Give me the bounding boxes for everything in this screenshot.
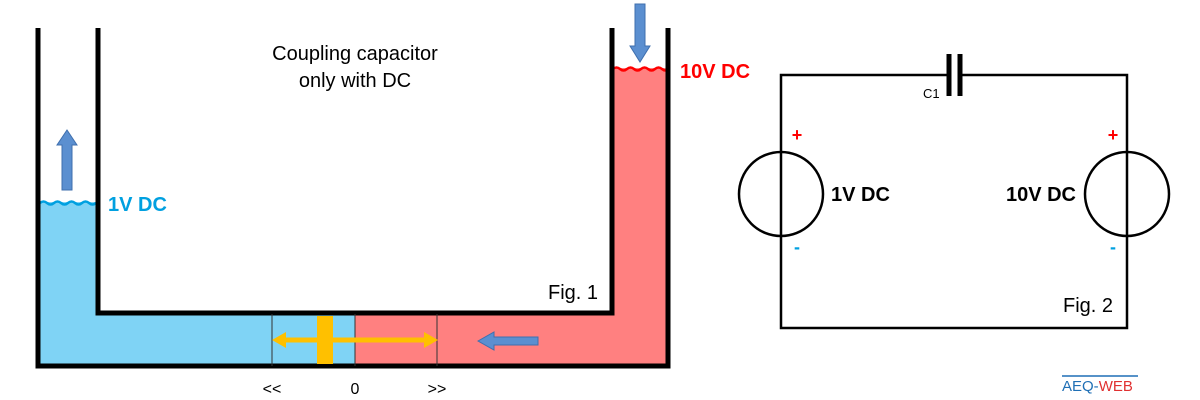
scale-label-center: 0	[351, 381, 360, 398]
capacitor-label: C1	[923, 86, 940, 101]
right-source-label: 10V DC	[1006, 184, 1076, 206]
brand-part1: AEQ-	[1062, 378, 1099, 395]
circuit-wire-top-left	[779, 73, 948, 152]
brand-part2: WEB	[1099, 378, 1133, 395]
arrow-left-icon	[476, 331, 539, 351]
blue-liquid	[38, 202, 355, 366]
brand-text: AEQ-WEB	[1062, 378, 1133, 395]
circuit-wire-top-right	[961, 73, 1129, 152]
brand-logo: AEQ-WEB	[1062, 375, 1138, 395]
scale-label-left: <<	[263, 381, 282, 398]
fig1-caption: Fig. 1	[548, 282, 598, 304]
piston-arrowhead-left	[272, 332, 286, 348]
fig2-circuit: C1 1V DC 10V DC + - + - Fig. 2	[737, 54, 1171, 330]
red-liquid	[355, 68, 668, 366]
fig1-u-tube: Coupling capacitor only with DC 1V DC 10…	[35, 3, 750, 398]
blue-surface-wave	[39, 200, 97, 206]
fig2-caption: Fig. 2	[1063, 295, 1113, 317]
circuit-wire-bottom	[779, 236, 1129, 330]
scale-label-right: >>	[428, 381, 447, 398]
left-level-label: 1V DC	[108, 194, 167, 216]
left-source-label: 1V DC	[831, 184, 890, 206]
outer-wall	[35, 28, 671, 369]
fig1-title-line2: only with DC	[299, 70, 411, 92]
left-plus-sign: +	[792, 125, 803, 145]
fig1-title-line1: Coupling capacitor	[272, 43, 438, 65]
left-minus-sign: -	[794, 237, 800, 257]
arrow-down-icon	[629, 3, 651, 63]
right-minus-sign: -	[1110, 237, 1116, 257]
inner-wall	[95, 28, 615, 316]
right-plus-sign: +	[1108, 125, 1119, 145]
right-level-label: 10V DC	[680, 61, 750, 83]
red-surface-wave	[612, 66, 670, 72]
arrow-up-icon	[56, 129, 78, 191]
piston-arrowhead-right	[424, 332, 438, 348]
